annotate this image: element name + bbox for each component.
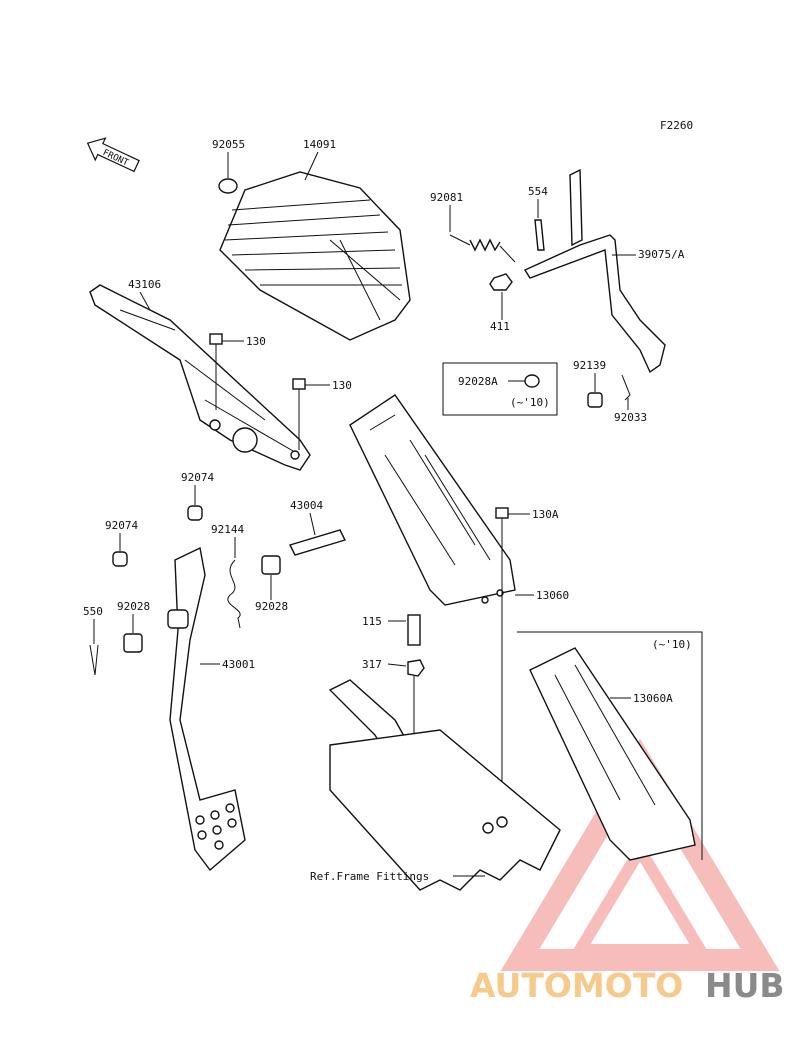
label-43004: 43004 bbox=[290, 499, 323, 512]
bolt-130A bbox=[495, 507, 509, 519]
label-92074-a: 92074 bbox=[181, 471, 214, 484]
cotter-pin-550 bbox=[89, 644, 99, 676]
parking-lever-43106 bbox=[89, 284, 311, 471]
bolt-130-b bbox=[292, 378, 306, 450]
box-92028A bbox=[442, 362, 558, 416]
nut-317 bbox=[407, 659, 425, 677]
nut-411 bbox=[489, 273, 513, 291]
label-10-a: (~'10) bbox=[510, 396, 550, 409]
linkage-39075A bbox=[523, 168, 666, 374]
plug-92074-b bbox=[112, 551, 128, 567]
label-92028-b: 92028 bbox=[117, 600, 150, 613]
bushing-92028A bbox=[524, 374, 540, 388]
label-13060A: 13060A bbox=[633, 692, 673, 705]
label-92144: 92144 bbox=[211, 523, 244, 536]
watermark-text-secondary: HUB bbox=[705, 966, 785, 1005]
watermark-text-primary: AUTOMOTO bbox=[470, 966, 683, 1005]
front-arrow-icon: FRONT bbox=[86, 137, 140, 173]
label-317: 317 bbox=[362, 658, 382, 671]
clip-92033 bbox=[621, 374, 631, 401]
pin-554 bbox=[534, 219, 545, 251]
bushing-92028-a bbox=[261, 555, 281, 575]
label-43106: 43106 bbox=[128, 278, 161, 291]
label-13060: 13060 bbox=[536, 589, 569, 602]
pedal-13060A bbox=[529, 647, 696, 861]
label-92055: 92055 bbox=[212, 138, 245, 151]
label-130-a: 130 bbox=[246, 335, 266, 348]
boot-14091 bbox=[219, 171, 411, 341]
o-ring-92055 bbox=[218, 178, 238, 194]
label-92028-a: 92028 bbox=[255, 600, 288, 613]
plug-92074-a bbox=[187, 505, 203, 521]
box-13060A bbox=[517, 631, 703, 860]
bushing-92028-b bbox=[123, 633, 143, 653]
label-92139: 92139 bbox=[573, 359, 606, 372]
label-130-b: 130 bbox=[332, 379, 352, 392]
label-92081: 92081 bbox=[430, 191, 463, 204]
shaft-43004 bbox=[289, 529, 346, 556]
watermark-logo bbox=[500, 738, 780, 971]
label-14091: 14091 bbox=[303, 138, 336, 151]
label-92028A: 92028A bbox=[458, 375, 498, 388]
bolt-115 bbox=[407, 614, 421, 646]
label-ref-frame: Ref.Frame Fittings bbox=[310, 870, 429, 883]
figure-code: F2260 bbox=[660, 119, 693, 132]
label-39075A: 39075/A bbox=[638, 248, 685, 261]
brake-pedal-43001 bbox=[167, 546, 246, 872]
label-43001: 43001 bbox=[222, 658, 255, 671]
collar-92139 bbox=[587, 392, 603, 408]
spring-92081 bbox=[449, 234, 516, 263]
pedal-13060 bbox=[349, 394, 516, 606]
label-115: 115 bbox=[362, 615, 382, 628]
label-92033: 92033 bbox=[614, 411, 647, 424]
label-554: 554 bbox=[528, 185, 548, 198]
label-10-b: (~'10) bbox=[652, 638, 692, 651]
label-92074-b: 92074 bbox=[105, 519, 138, 532]
label-550: 550 bbox=[83, 605, 103, 618]
label-411: 411 bbox=[490, 320, 510, 333]
bolt-130-a bbox=[209, 333, 223, 410]
frame-bracket bbox=[328, 679, 561, 891]
spring-92144 bbox=[227, 559, 241, 629]
label-130A: 130A bbox=[532, 508, 559, 521]
